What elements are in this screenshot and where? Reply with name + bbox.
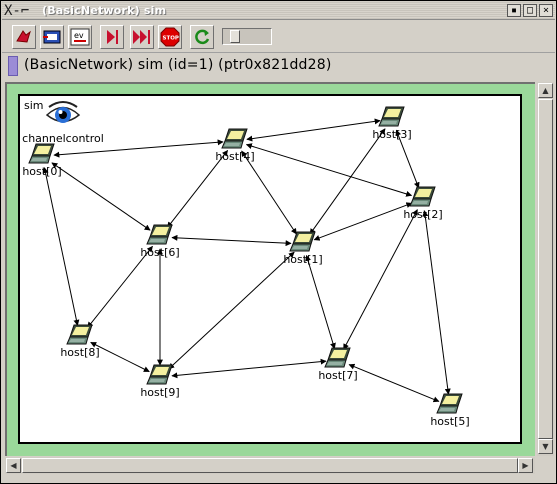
link-host2-host5 [422,210,451,395]
link-host3-host2 [395,129,420,189]
window-title: (BasicNetwork) sim [42,4,167,17]
toolbar: ev STOP [2,21,555,53]
laptop-icon [66,324,93,345]
host-node-host2[interactable]: host[2] [393,185,453,221]
link-host4-host1 [241,150,297,235]
link-host1-host9 [168,251,295,370]
module-label: sim [24,99,44,112]
run-button[interactable] [100,25,124,49]
laptop-icon [436,393,463,414]
host-label: host[2] [403,208,443,221]
scroll-left-button[interactable]: ◀ [6,458,21,473]
host-node-host8[interactable]: host[8] [50,323,110,359]
refresh-button[interactable] [190,25,214,49]
vertical-scrollbar[interactable]: ▲ ▼ [537,82,554,456]
host-label: host[8] [60,346,100,359]
link-host4-host3 [246,118,381,142]
host-label: host[3] [372,128,412,141]
window-menu-icon[interactable]: X-⌐ [4,3,30,19]
run-icon [107,30,118,44]
host-label: host[9] [140,386,180,399]
laptop-icon [409,186,436,207]
module-output-button[interactable] [40,25,64,49]
horizontal-scrollbar[interactable]: ◀ ▶ [5,457,535,474]
link-host1-host7 [305,254,336,350]
refresh-icon [195,29,210,45]
host-node-host0[interactable]: host[0] [12,142,72,178]
host-node-host9[interactable]: host[9] [130,363,190,399]
info-bar: (BasicNetwork) sim (id=1) (ptr0x821dd28) [2,54,555,78]
title-bar[interactable]: X-⌐ (BasicNetwork) sim ▪ □ × [2,2,555,20]
step-back-icon [16,30,31,43]
links-layer [42,118,451,403]
network-canvas[interactable]: sim channelcontrol host[0] host[1] host[2]… [18,94,522,444]
laptop-icon [221,128,248,149]
scroll-right-button[interactable]: ▶ [518,458,533,473]
link-host2-host7 [343,209,418,350]
stop-button[interactable]: STOP [158,25,182,49]
host-node-host1[interactable]: host[1] [273,230,333,266]
step-back-button[interactable] [12,25,36,49]
link-host3-host1 [309,128,386,235]
eye-icon [45,101,81,123]
host-node-host6[interactable]: host[6] [130,223,190,259]
vertical-scroll-thumb[interactable] [538,99,553,439]
laptop-icon [289,231,316,252]
laptop-icon [146,224,173,245]
stop-icon: STOP [160,27,180,47]
link-host4-host2 [245,143,413,197]
network-canvas-area: sim channelcontrol host[0] host[1] host[2]… [5,82,535,456]
host-node-host5[interactable]: host[5] [420,392,480,428]
minimize-button[interactable]: ▪ [507,4,521,17]
fast-run-icon [133,30,150,44]
horizontal-scroll-thumb[interactable] [22,458,518,473]
link-host0-host8 [42,167,80,326]
link-host4-host6 [166,149,229,229]
maximize-button[interactable]: □ [523,4,537,17]
laptop-icon [146,364,173,385]
link-host7-host5 [348,363,440,403]
channelcontrol-label: channelcontrol [22,132,104,145]
host-node-host4[interactable]: host[4] [205,127,265,163]
event-log-button[interactable]: ev [68,25,92,49]
host-label: host[7] [318,369,358,382]
host-label: host[0] [22,165,62,178]
module-path-text: (BasicNetwork) sim (id=1) (ptr0x821dd28) [24,57,332,73]
speed-slider-thumb[interactable] [230,30,241,43]
module-marker [8,56,18,76]
host-label: host[5] [430,415,470,428]
scroll-up-button[interactable]: ▲ [538,83,553,98]
host-node-host3[interactable]: host[3] [362,105,422,141]
speed-slider[interactable] [222,28,272,45]
event-log-text: ev [74,31,84,40]
host-node-host7[interactable]: host[7] [308,346,368,382]
laptop-icon [28,143,55,164]
host-label: host[6] [140,246,180,259]
laptop-icon [324,347,351,368]
link-host6-host1 [171,234,292,247]
link-host6-host8 [87,245,153,329]
stop-text: STOP [163,36,179,42]
link-host0-host4 [53,139,224,158]
event-log-icon: ev [70,28,90,46]
fast-run-button[interactable] [130,25,154,49]
module-output-icon [43,30,61,44]
link-host8-host9 [90,341,150,373]
close-button[interactable]: × [539,4,553,17]
host-label: host[1] [283,253,323,266]
channelcontrol-module[interactable]: channelcontrol [18,99,108,145]
link-host9-host7 [171,358,327,379]
scroll-down-button[interactable]: ▼ [538,439,553,454]
laptop-icon [378,106,405,127]
host-label: host[4] [215,150,255,163]
